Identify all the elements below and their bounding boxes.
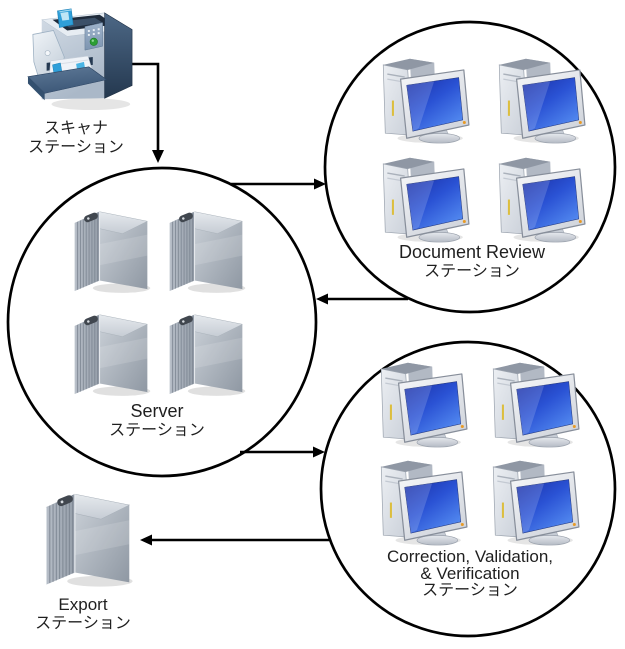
scanner-station-label: スキャナ ステーション (4, 119, 148, 157)
server-station-label: Server ステーション (57, 402, 257, 440)
desktop-computer-icon (371, 53, 473, 144)
server-tower-icon (164, 200, 250, 296)
flow-arrow-correction-to-export (140, 534, 330, 546)
document-review-label-line2: ステーション (424, 263, 520, 280)
correction-station-label: Correction, Validation, & Verification ス… (368, 548, 572, 599)
flow-arrow-server-to-document-review (231, 178, 326, 190)
desktop-computer-icon (487, 152, 589, 243)
document-review-station-label: Document Review ステーション (370, 243, 574, 281)
flow-arrow-document-review-to-server (316, 293, 408, 305)
desktop-computer-icon (487, 53, 589, 144)
desktop-computer-icon (369, 357, 471, 448)
server-label-line2: ステーション (109, 422, 205, 439)
document-review-label-line1: Document Review (398, 242, 546, 262)
desktop-computer-icon (481, 357, 583, 448)
flow-arrow-server-to-correction (240, 446, 325, 458)
desktop-computer-icon (369, 455, 471, 546)
server-label-line1: Server (130, 401, 184, 421)
export-label-line2: ステーション (35, 615, 131, 632)
server-tower-icon (69, 303, 155, 399)
export-label-line1: Export (58, 595, 108, 614)
server-tower-icon (40, 481, 138, 590)
server-tower-icon (69, 200, 155, 296)
server-tower-icon (164, 303, 250, 399)
scanner-label-line2: ステーション (28, 139, 124, 156)
desktop-computer-icon (371, 152, 473, 243)
correction-label-line2: & Verification (420, 564, 520, 583)
export-station-label: Export ステーション (8, 595, 158, 633)
correction-label-line3: ステーション (422, 582, 518, 599)
correction-label-line1: Correction, Validation, (387, 547, 553, 566)
flow-arrow-scanner-to-server (130, 62, 164, 163)
scanner-icon (20, 3, 143, 113)
scanner-label-line1: スキャナ (43, 120, 108, 137)
desktop-computer-icon (481, 455, 583, 546)
